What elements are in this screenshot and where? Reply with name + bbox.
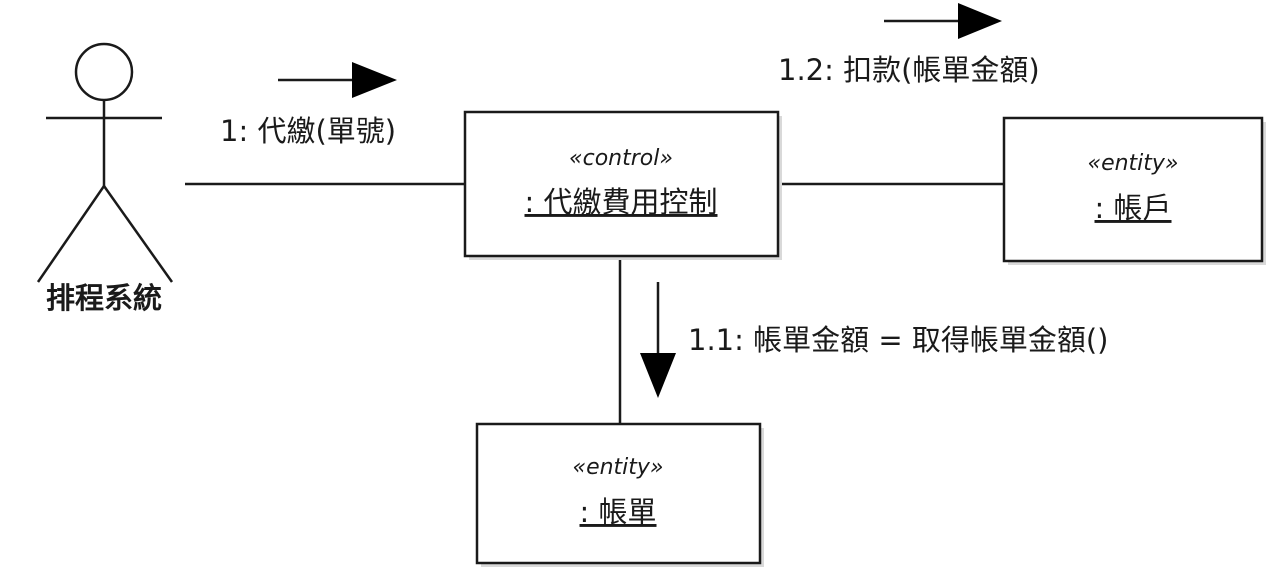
object-controller-box [463,110,780,258]
actor-head [74,42,134,102]
message-1-label: 1: 代繳(單號) [220,114,396,148]
object-controller-stereotype: «control» [569,146,673,171]
message-1-1-arrow-head [640,353,676,398]
object-bill: «entity» : 帳單 [475,422,764,567]
object-account: «entity» : 帳戶 [1002,116,1266,265]
actor-right-leg [102,185,174,283]
actor-left-leg [36,185,106,283]
object-account-name: : 帳戶 [1095,191,1172,225]
message-1: 1: 代繳(單號) [220,62,397,148]
message-1-2: 1.2: 扣款(帳單金額) [778,3,1040,87]
message-1-2-arrow-head [958,3,1002,39]
object-controller-name: : 代繳費用控制 [525,185,718,219]
object-bill-stereotype: «entity» [572,455,663,480]
object-account-stereotype: «entity» [1087,151,1178,176]
message-1-1-label: 1.1: 帳單金額 = 取得帳單金額() [688,323,1108,357]
message-1-arrow-head [352,62,397,98]
object-bill-name: : 帳單 [580,495,657,529]
message-1-2-label: 1.2: 扣款(帳單金額) [778,53,1040,87]
object-account-box [1002,116,1264,263]
actor-scheduling-system: 排程系統 [36,42,174,315]
object-controller: «control» : 代繳費用控制 [463,110,782,260]
object-bill-box [475,422,762,565]
message-1-1: 1.1: 帳單金額 = 取得帳單金額() [640,282,1108,398]
actor-label: 排程系統 [46,281,162,315]
